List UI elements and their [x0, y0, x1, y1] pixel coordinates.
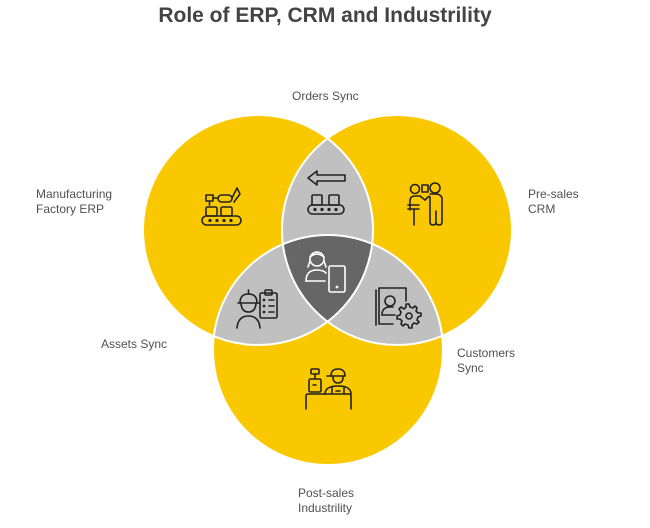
label-line: Post-sales — [298, 486, 355, 500]
diagram-title: Role of ERP, CRM and Industrility — [158, 4, 492, 27]
label-line: Sync — [457, 361, 484, 375]
label-line: Factory ERP — [36, 202, 105, 216]
label-line: Assets Sync — [101, 337, 168, 351]
label-line: Industrility — [298, 501, 353, 515]
outline-crm — [281, 114, 513, 346]
label-line: CRM — [528, 202, 556, 216]
overlap-crm-industrility — [282, 235, 443, 345]
label-orders-sync: Orders Sync — [292, 89, 359, 104]
label-pre-sales-crm: Pre-sales CRM — [528, 187, 579, 217]
conveyor-arrow-icon — [307, 170, 346, 215]
robot-arm-conveyor-icon — [201, 187, 242, 226]
label-line: Manufacturing — [36, 187, 113, 201]
outline-industrility — [212, 234, 444, 466]
label-line: Customers — [457, 346, 516, 360]
contact-settings-icon — [375, 287, 422, 329]
label-manufacturing-factory-erp: Manufacturing Factory ERP — [36, 187, 112, 217]
worker-checklist-icon — [236, 289, 278, 329]
label-post-sales-industrility: Post-sales Industrility — [298, 486, 354, 516]
user-tablet-icon — [305, 251, 346, 293]
label-customers-sync: Customers Sync — [457, 346, 515, 376]
label-assets-sync: Assets Sync — [101, 337, 167, 352]
outline-erp — [142, 114, 374, 346]
label-line: Pre-sales — [528, 187, 579, 201]
label-line: Orders Sync — [292, 89, 359, 103]
cashier-counter-icon — [305, 368, 352, 410]
presenter-client-icon — [407, 182, 443, 226]
